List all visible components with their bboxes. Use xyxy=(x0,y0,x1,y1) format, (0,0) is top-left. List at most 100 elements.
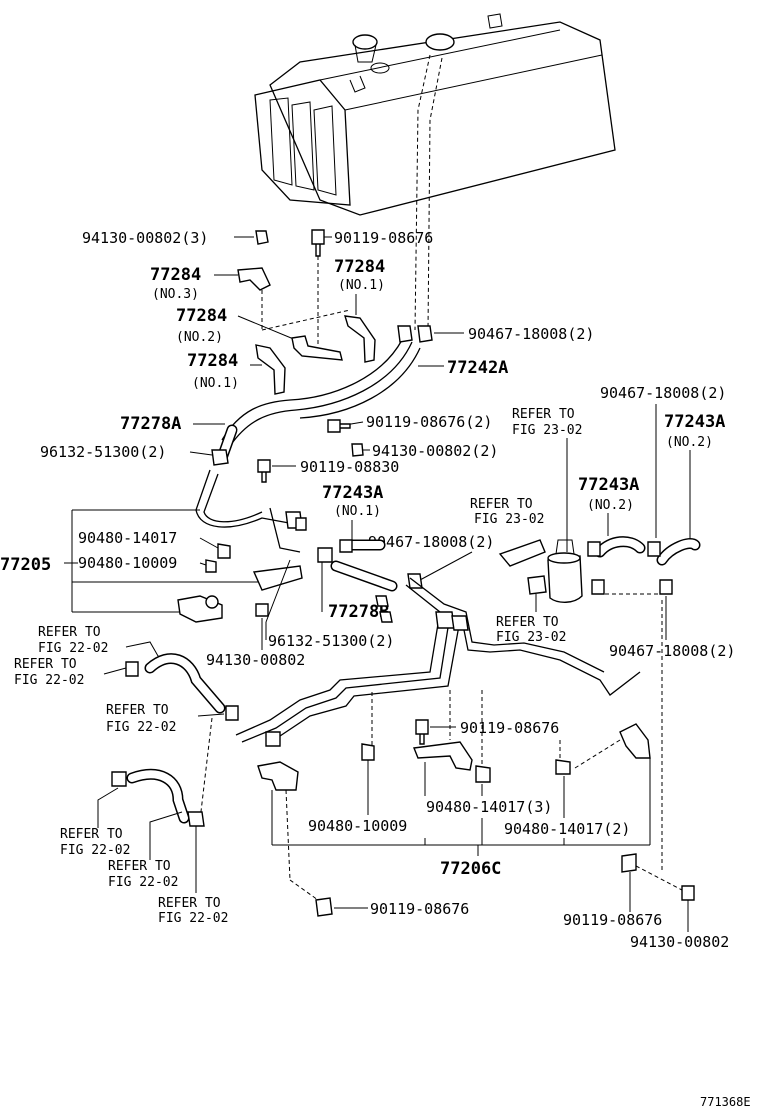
clip-part xyxy=(435,611,455,629)
bolt-part xyxy=(327,419,351,433)
refer-fig-23-02: FIG 23-02 xyxy=(496,630,566,645)
bracket-part xyxy=(257,761,299,791)
fuel-pipe-upper xyxy=(221,339,421,447)
label-90480-14017-3: 90480-14017(3) xyxy=(426,798,552,816)
label-96132-51300-2-top: 96132-51300(2) xyxy=(40,443,166,461)
refer-fig-22-02: FIG 22-02 xyxy=(158,911,228,926)
label-96132-51300-2-bot: 96132-51300(2) xyxy=(268,632,394,650)
clip-part xyxy=(451,615,469,631)
clip-part xyxy=(111,771,127,787)
fuel-tank xyxy=(254,13,616,216)
clip-part xyxy=(225,705,239,721)
refer-fig-22-02: FIG 22-02 xyxy=(108,875,178,890)
bolt-part xyxy=(415,719,429,745)
label-94130-00802-mid: 94130-00802 xyxy=(206,651,305,669)
label-77243A-no2-mid: 77243A xyxy=(578,475,639,495)
label-77284-no2: 77284 xyxy=(176,306,227,326)
label-no3: (NO.3) xyxy=(152,287,199,302)
label-no2-mid: (NO.2) xyxy=(587,498,634,513)
clip-part xyxy=(211,449,229,466)
clip-part xyxy=(187,811,205,827)
clip-part xyxy=(647,541,661,557)
refer-fig-23-02: FIG 23-02 xyxy=(474,512,544,527)
label-90480-10009: 90480-10009 xyxy=(78,554,177,572)
refer-to-label: REFER TO xyxy=(60,827,123,842)
clip-part xyxy=(317,547,333,563)
clamp-77284-no1-right xyxy=(344,315,376,363)
label-77278A: 77278A xyxy=(120,414,181,434)
refer-fig-22-02: FIG 22-02 xyxy=(14,673,84,688)
label-no1-mid: (NO.1) xyxy=(334,504,381,519)
clamp-77284-no1-left xyxy=(255,344,286,395)
clamp-77284-no3 xyxy=(237,267,271,291)
label-no1-right: (NO.1) xyxy=(338,278,385,293)
clip-part xyxy=(659,579,673,595)
label-90480-10009-bot: 90480-10009 xyxy=(308,817,407,835)
label-no2-right: (NO.2) xyxy=(666,435,713,450)
refer-to-label: REFER TO xyxy=(496,615,559,630)
label-90119-08676-top: 90119-08676 xyxy=(334,229,433,247)
refer-to-label: REFER TO xyxy=(470,497,533,512)
refer-to-label: REFER TO xyxy=(512,407,575,422)
bracket-part xyxy=(252,565,303,591)
label-77206C: 77206C xyxy=(440,859,501,879)
grommet-part xyxy=(217,543,231,559)
grommet-part xyxy=(527,575,547,595)
label-90119-08676-2: 90119-08676(2) xyxy=(366,413,492,431)
label-90119-08830: 90119-08830 xyxy=(300,458,399,476)
label-77278B: 77278B xyxy=(328,602,389,622)
nut-part xyxy=(681,885,695,901)
label-90119-08676-bottom: 90119-08676 xyxy=(370,900,469,918)
fuel-filter xyxy=(547,539,583,603)
grommet-part xyxy=(555,759,571,775)
label-90467-18008-2-mid: 90467-18008(2) xyxy=(368,533,494,551)
bolt-part xyxy=(621,853,637,873)
refer-fig-22-02: FIG 22-02 xyxy=(106,720,176,735)
nut-part xyxy=(351,443,364,457)
clip-part xyxy=(587,541,601,557)
clip-part xyxy=(295,517,307,531)
grommet-part xyxy=(475,765,491,783)
clip-part xyxy=(417,325,433,343)
label-90467-18008-2-top: 90467-18008(2) xyxy=(468,325,594,343)
bolt-part xyxy=(257,459,271,483)
bracket-part xyxy=(619,723,651,759)
clip-part xyxy=(379,611,393,623)
clip-part xyxy=(125,661,139,677)
refer-fig-22-02: FIG 22-02 xyxy=(60,843,130,858)
label-90467-18008-2-right: 90467-18008(2) xyxy=(600,384,726,402)
refer-to-label: REFER TO xyxy=(108,859,171,874)
clip-part xyxy=(339,539,353,553)
refer-to-label: REFER TO xyxy=(38,625,101,640)
grommet-part xyxy=(361,743,375,761)
label-77242A: 77242A xyxy=(447,358,508,378)
label-90119-08676-br: 90119-08676 xyxy=(563,911,662,929)
refer-to-label: REFER TO xyxy=(14,657,77,672)
label-94130-00802-br: 94130-00802 xyxy=(630,933,729,951)
bolt-part xyxy=(315,897,333,917)
label-no1-left: (NO.1) xyxy=(192,376,239,391)
label-77284-no1-right: 77284 xyxy=(334,257,385,277)
label-77243A-no2-right: 77243A xyxy=(664,412,725,432)
label-90480-14017-2: 90480-14017(2) xyxy=(504,820,630,838)
clip-part xyxy=(375,595,389,607)
label-90467-18008-2-lower: 90467-18008(2) xyxy=(609,642,735,660)
label-77205: 77205 xyxy=(0,555,51,575)
label-90119-08676-center: 90119-08676 xyxy=(460,719,559,737)
refer-fig-23-02: FIG 23-02 xyxy=(512,423,582,438)
label-77284-no3: 77284 xyxy=(150,265,201,285)
label-77284-no1-left: 77284 xyxy=(187,351,238,371)
label-no2-left: (NO.2) xyxy=(176,330,223,345)
refer-to-label: REFER TO xyxy=(106,703,169,718)
nut-part xyxy=(255,230,269,245)
clip-part xyxy=(397,325,413,343)
fuel-pipe-left xyxy=(195,469,301,553)
label-94130-00802-2: 94130-00802(2) xyxy=(372,442,498,460)
refer-fig-22-02: FIG 22-02 xyxy=(38,641,108,656)
clip-part xyxy=(591,579,605,595)
refer-to-label: REFER TO xyxy=(158,896,221,911)
bracket-part xyxy=(413,741,473,771)
label-90480-14017: 90480-14017 xyxy=(78,529,177,547)
bolt-part xyxy=(311,229,325,257)
